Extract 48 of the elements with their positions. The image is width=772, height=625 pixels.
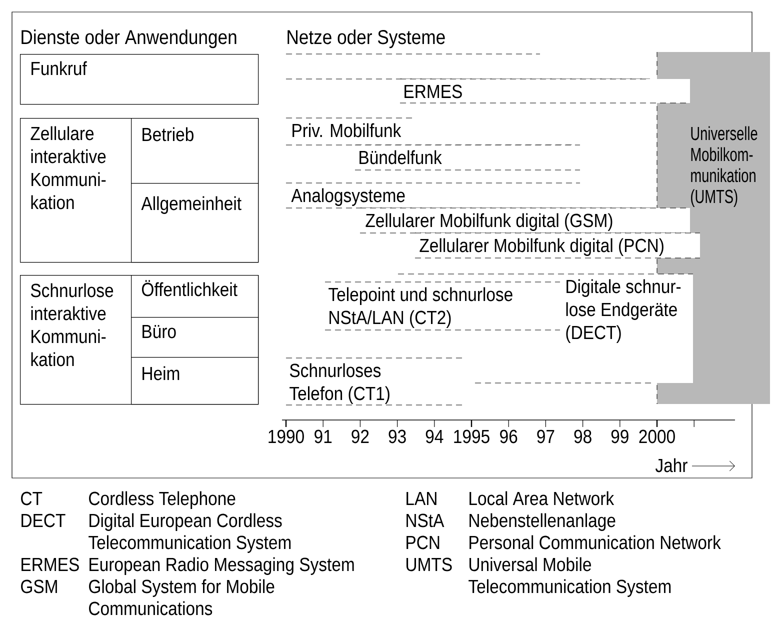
timeline-bar: Zellularer Mobilfunk digital (PCN)	[414, 232, 700, 258]
column-heading: Netze oder Systeme	[288, 30, 445, 48]
year-label: 96	[500, 430, 518, 444]
abbreviation: DECT	[22, 514, 66, 528]
abbreviation: LAN	[406, 492, 436, 505]
abbreviation: GSM	[21, 580, 57, 594]
year-label: 93	[388, 430, 406, 444]
timeline-bar: Schnurloses Telefon (CT1)	[286, 358, 466, 406]
service-box: Funkruf	[20, 54, 259, 105]
timeline-bar: ERMES	[400, 78, 690, 104]
timeline-bar: Bündelfunk	[354, 144, 580, 170]
definition: Cordless Telephone	[89, 491, 236, 509]
service-cell: Allgemeinheit	[131, 183, 259, 263]
service-cell: Betrieb	[131, 118, 259, 184]
definition: Nebenstellenanlage	[470, 513, 616, 531]
timeline-bar: Telepoint und schnurlose NStA/LAN (CT2)	[324, 282, 560, 330]
service-cell: Öffentlichkeit	[131, 275, 259, 318]
year-label: 91	[314, 430, 332, 444]
year-label: 99	[611, 430, 628, 444]
year-label: 97	[537, 430, 554, 444]
definition: Personal Communication Network	[470, 535, 721, 550]
abbreviation: UMTS	[406, 558, 452, 572]
year-label: 2000	[639, 430, 675, 444]
abbreviation: PCN	[406, 536, 440, 550]
year-label: 1995	[454, 430, 490, 444]
definition: Global System for Mobile Communications	[89, 579, 274, 616]
node-label: Zellularer Mobilfunk digital (GSM)	[366, 213, 612, 231]
definition: European Radio Messaging System	[90, 557, 354, 575]
service-cell: Büro	[131, 317, 259, 358]
definition: Universal Mobile Telecommunication System	[468, 557, 671, 597]
timeline-bar	[286, 54, 650, 80]
column-heading: Dienste oder Anwendungen	[22, 30, 236, 48]
year-label: 92	[352, 430, 369, 444]
service-cell: Heim	[131, 357, 259, 405]
timeline-bar: Zellularer Mobilfunk digital (GSM)	[360, 208, 690, 234]
timeline-bar: Priv. Mobilfunk	[286, 118, 576, 146]
definition: Digital European Cordless Telecommunication System	[88, 513, 291, 553]
timeline-bar: Analogsysteme	[286, 182, 650, 208]
abbreviation: NStA	[406, 514, 444, 528]
year-label: 98	[574, 430, 592, 444]
year-label: 1990	[268, 430, 304, 444]
node-label: Bündelfunk	[360, 150, 442, 164]
year-label: 94	[426, 430, 444, 444]
abbreviation: ERMES	[22, 558, 79, 572]
axis-label: Jahr	[655, 458, 688, 472]
definition: Local Area Network	[470, 491, 614, 506]
node-label: ERMES	[404, 84, 462, 98]
abbreviation: CT	[21, 492, 42, 506]
